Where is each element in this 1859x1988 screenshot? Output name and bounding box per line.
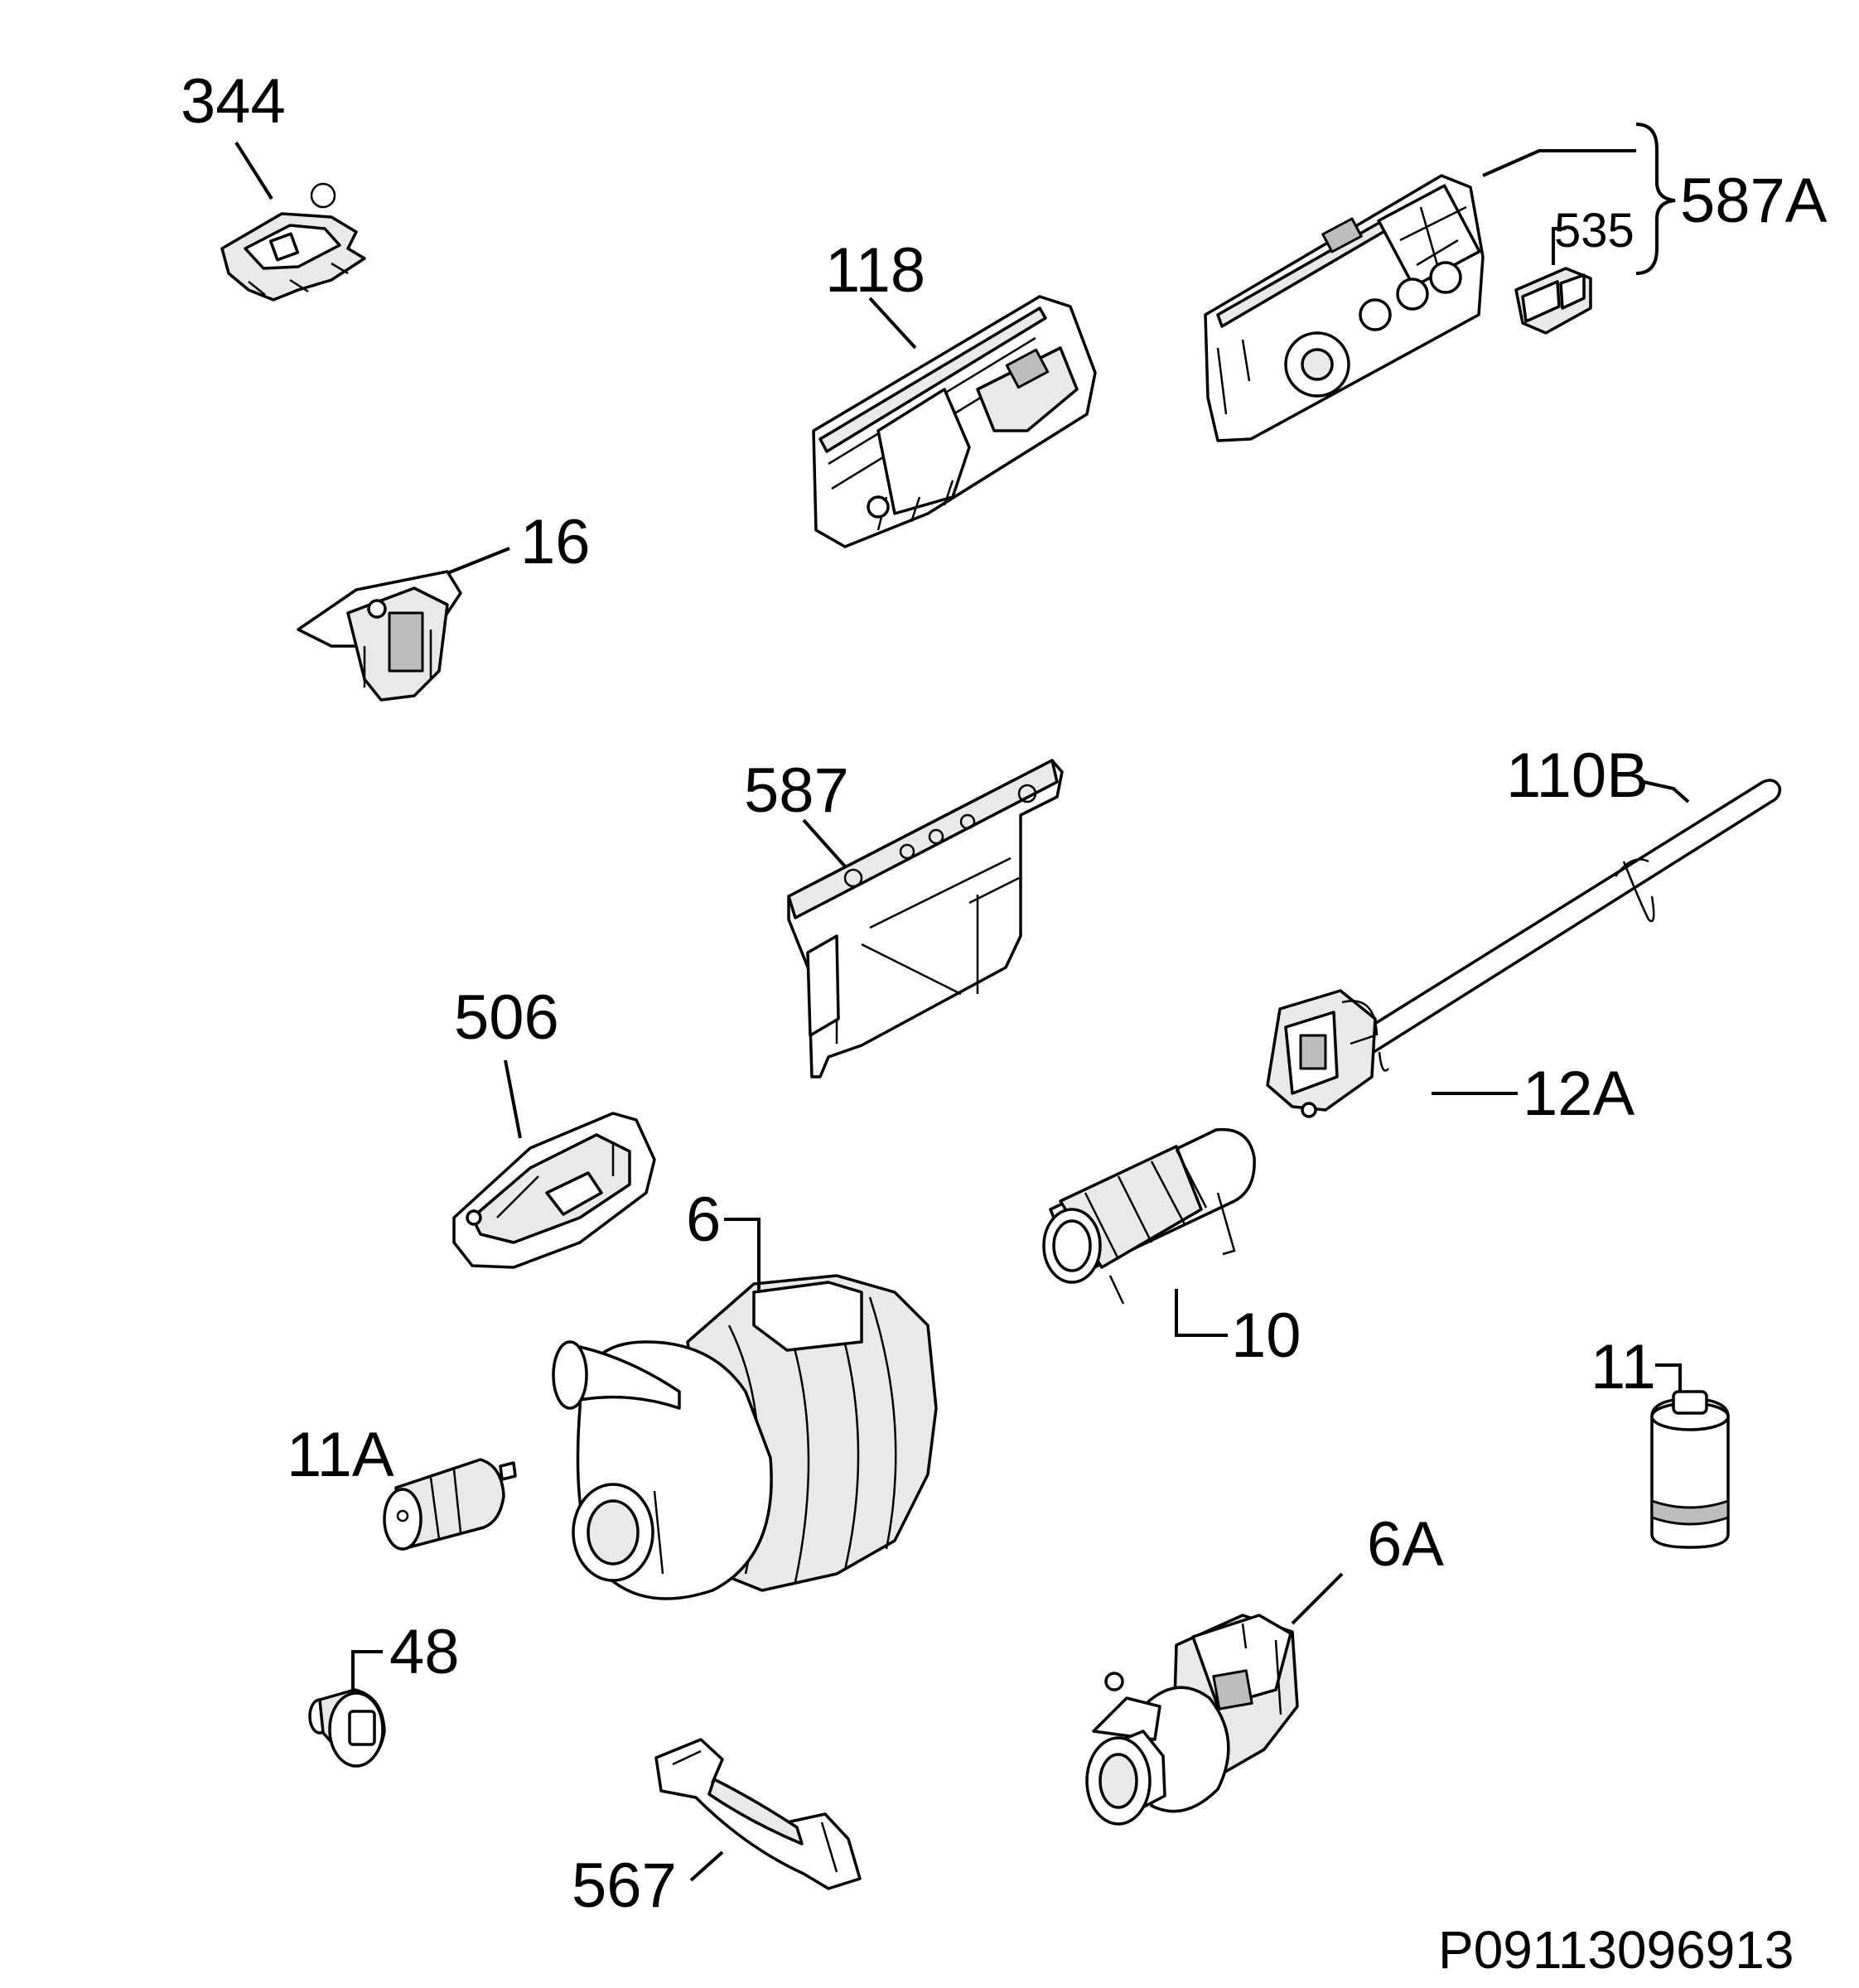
leader-110B	[1643, 780, 1690, 803]
label-11A: 11A	[287, 1420, 394, 1490]
part-10-heater	[1042, 1127, 1256, 1305]
label-344: 344	[181, 66, 286, 137]
part-16-switch	[297, 570, 462, 702]
leader-48	[351, 1650, 383, 1695]
label-11: 11	[1591, 1332, 1656, 1402]
leader-11	[1655, 1363, 1682, 1392]
label-16: 16	[520, 507, 591, 577]
part-48-plug	[308, 1688, 386, 1768]
part-506-bracket	[452, 1112, 656, 1269]
part-344-latch	[220, 182, 366, 302]
label-567: 567	[572, 1850, 677, 1921]
leader-10	[1175, 1289, 1228, 1337]
label-535: 535	[1554, 204, 1634, 258]
label-587: 587	[744, 755, 849, 826]
leader-587	[802, 818, 847, 868]
label-506: 506	[454, 982, 559, 1053]
label-118: 118	[825, 235, 925, 306]
part-587-frame	[787, 759, 1064, 1078]
part-11-capacitor	[1650, 1390, 1730, 1549]
label-110B: 110B	[1506, 741, 1649, 811]
part-6A-drain-pump	[1085, 1614, 1299, 1826]
drawing-code: P09113096913	[1438, 1920, 1794, 1980]
leader-567	[689, 1850, 724, 1882]
leader-118	[868, 297, 917, 350]
part-11A-small-capacitor	[383, 1458, 517, 1551]
part-535-connector	[1514, 267, 1592, 335]
leader-535	[1552, 227, 1566, 265]
label-10: 10	[1231, 1300, 1301, 1371]
part-6-pump-motor	[552, 1274, 938, 1600]
label-6A: 6A	[1367, 1509, 1444, 1580]
leader-6	[724, 1218, 760, 1292]
leader-6A	[1291, 1572, 1344, 1625]
leader-587A-board	[1482, 149, 1636, 177]
leader-16	[447, 547, 510, 575]
part-587A-electronic-board	[1204, 174, 1485, 442]
label-12A: 12A	[1523, 1059, 1635, 1129]
label-6: 6	[686, 1185, 721, 1255]
brace-587A	[1635, 123, 1676, 275]
label-587A: 587A	[1680, 166, 1828, 236]
part-118-control-module	[812, 295, 1097, 548]
label-48: 48	[389, 1617, 460, 1687]
leader-344	[234, 141, 273, 200]
part-567-cable-clip	[654, 1738, 862, 1890]
part-12A-110B-sensor-rod	[1266, 779, 1782, 1118]
leader-506	[504, 1059, 522, 1139]
